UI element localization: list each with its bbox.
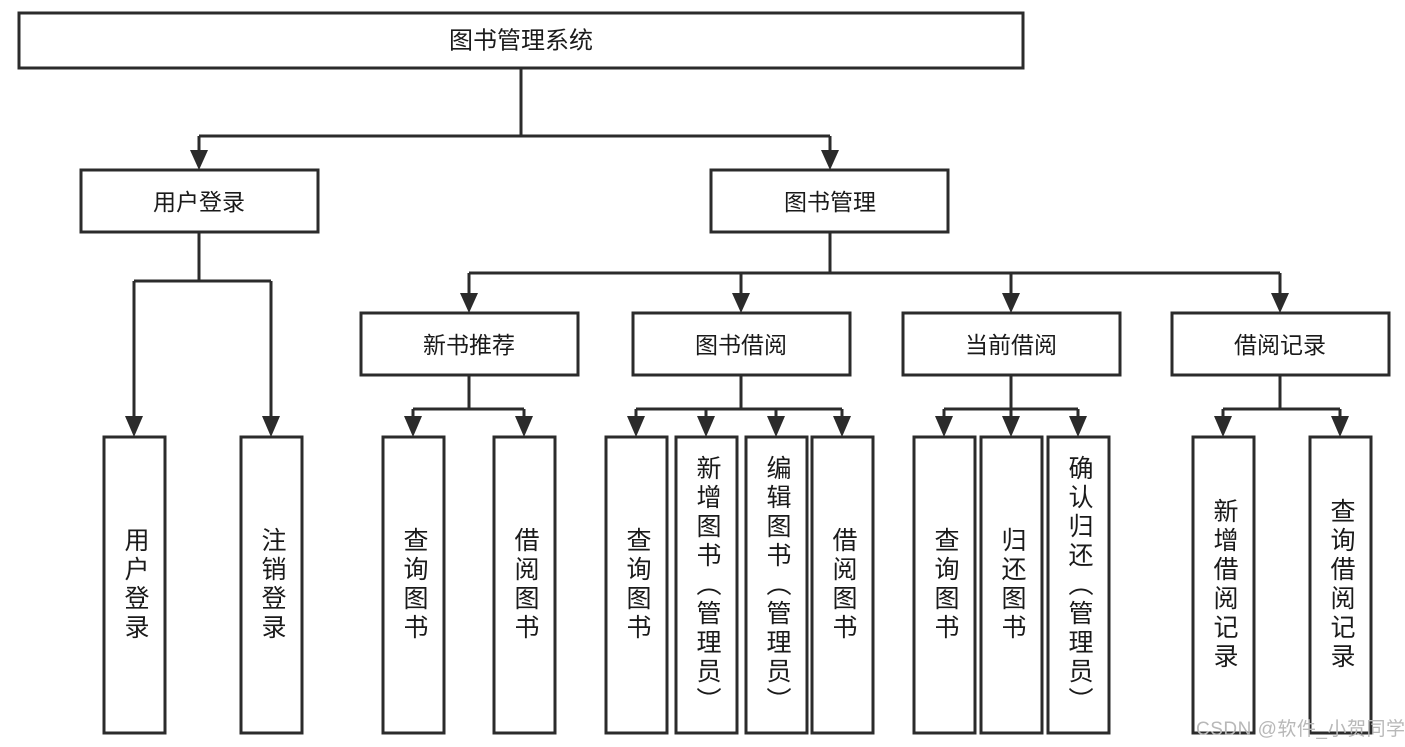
- node-root-rect[interactable]: [17, 11, 1025, 70]
- node-user-login-rect[interactable]: [79, 168, 320, 234]
- leaf-add-book-rect[interactable]: [674, 435, 739, 735]
- arrow-head-new-book-rec: [460, 293, 478, 313]
- arrow-head-leaf-borrow-book-2: [833, 416, 851, 437]
- node-new-book-rec-rect[interactable]: [359, 311, 580, 377]
- leaf-rect-layer: [102, 435, 1373, 735]
- leaf-return-book-rect[interactable]: [979, 435, 1044, 735]
- leaf-logout-rect[interactable]: [239, 435, 304, 735]
- node-user-login[interactable]: 用户登录: [79, 168, 320, 234]
- arrow-head-user-login: [190, 150, 208, 170]
- leaf-user-login-rect[interactable]: [102, 435, 167, 735]
- leaf-borrow-book-2-rect[interactable]: [810, 435, 875, 735]
- arrow-head-leaf-query-book-2: [627, 416, 645, 437]
- csdn-watermark: CSDN @软件_小贺同学: [1196, 719, 1405, 740]
- node-book-manage-rect[interactable]: [709, 168, 950, 234]
- arrow-head-leaf-query-book-3: [935, 416, 953, 437]
- arrow-head-book-borrow: [732, 293, 750, 313]
- leaf-confirm-return-rect[interactable]: [1046, 435, 1111, 735]
- node-current-borrow-label: 当前借阅: [965, 332, 1057, 358]
- arrow-head-leaf-add-record: [1214, 416, 1232, 437]
- arrow-head-leaf-query-book-1: [404, 416, 422, 437]
- node-new-book-rec[interactable]: 新书推荐: [359, 311, 580, 377]
- node-new-book-rec-label: 新书推荐: [423, 332, 515, 358]
- arrow-head-borrow-record: [1271, 293, 1289, 313]
- node-current-borrow-rect[interactable]: [901, 311, 1122, 377]
- node-root-label: 图书管理系统: [449, 28, 593, 55]
- leaf-query-book-3-rect[interactable]: [912, 435, 977, 735]
- node-root[interactable]: 图书管理系统: [17, 11, 1025, 70]
- leaf-query-book-2-rect[interactable]: [604, 435, 669, 735]
- arrow-head-leaf-confirm-return: [1069, 416, 1087, 437]
- arrow-head-leaf-add-book: [697, 416, 715, 437]
- node-book-manage-label: 图书管理: [784, 189, 876, 215]
- leaf-query-book-1-rect[interactable]: [381, 435, 446, 735]
- node-book-manage[interactable]: 图书管理: [709, 168, 950, 234]
- node-borrow-record[interactable]: 借阅记录: [1170, 311, 1391, 377]
- node-book-borrow-label: 图书借阅: [695, 332, 787, 358]
- arrow-head-book-manage: [821, 150, 839, 170]
- arrow-head-leaf-edit-book: [767, 416, 785, 437]
- node-borrow-record-rect[interactable]: [1170, 311, 1391, 377]
- leaf-edit-book-rect[interactable]: [744, 435, 809, 735]
- node-current-borrow[interactable]: 当前借阅: [901, 311, 1122, 377]
- arrow-head-leaf-query-record: [1331, 416, 1349, 437]
- node-user-login-label: 用户登录: [153, 189, 245, 215]
- arrow-head-current-borrow: [1002, 293, 1020, 313]
- arrow-head-leaf-borrow-book-1: [515, 416, 533, 437]
- node-book-borrow-rect[interactable]: [631, 311, 852, 377]
- leaf-add-record-rect[interactable]: [1191, 435, 1256, 735]
- arrow-head-leaf-return-book: [1002, 416, 1020, 437]
- leaf-borrow-book-1-rect[interactable]: [492, 435, 557, 735]
- node-borrow-record-label: 借阅记录: [1234, 332, 1326, 358]
- arrow-head-leaf-user-login: [125, 416, 143, 437]
- arrow-head-leaf-logout: [262, 416, 280, 437]
- node-book-borrow[interactable]: 图书借阅: [631, 311, 852, 377]
- leaf-query-record-rect[interactable]: [1308, 435, 1373, 735]
- connector-layer: [125, 68, 1349, 437]
